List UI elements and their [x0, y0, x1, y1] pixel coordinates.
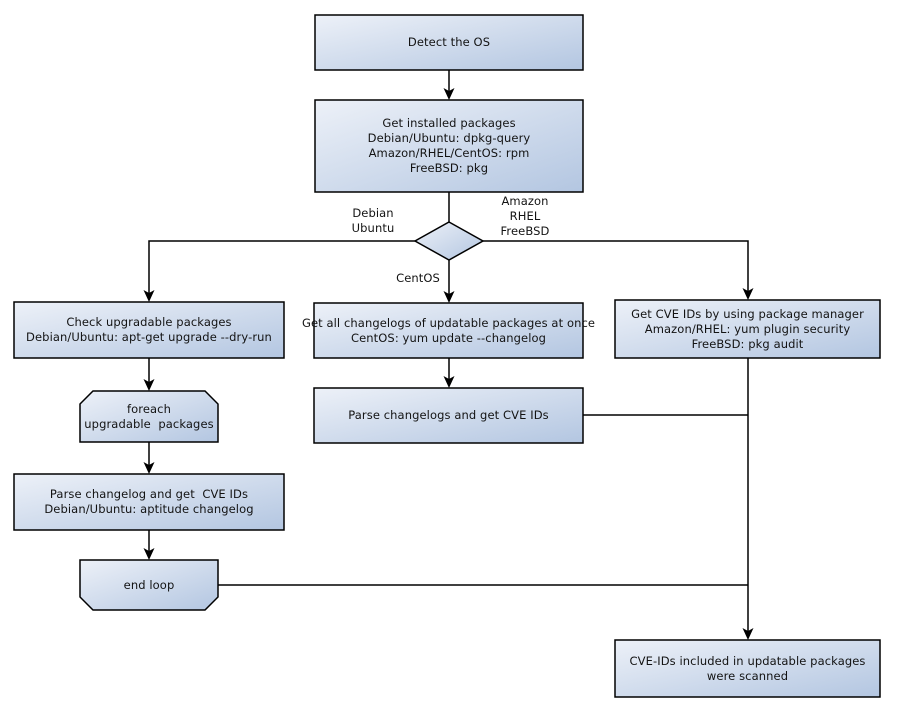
- node-detect-os-shape: [314, 14, 584, 71]
- arrowhead: [443, 291, 455, 303]
- arrowhead: [143, 548, 155, 560]
- arrowhead: [443, 88, 455, 100]
- node-check-upgradable-packages-shape: [13, 301, 285, 359]
- node-get-all-changelogs-shape: [313, 302, 584, 359]
- node-parse-changelogs-centos-shape: [313, 387, 584, 444]
- arrowhead: [742, 288, 754, 300]
- node-parse-changelog-debian-shape: [13, 473, 285, 531]
- node-get-cve-ids-package-manager-shape: [614, 299, 881, 359]
- node-result-scanned-shape: [614, 639, 881, 698]
- connector-decision-right-amazon: [483, 240, 749, 291]
- node-foreach-loop-start-shape: [79, 390, 219, 443]
- arrowhead: [443, 376, 455, 388]
- node-get-installed-packages-shape: [314, 99, 584, 193]
- connector-decision-left-debian: [148, 240, 415, 293]
- decision-os-diamond: [413, 221, 485, 261]
- arrowhead: [742, 628, 754, 640]
- arrowhead: [143, 462, 155, 474]
- arrowhead: [143, 290, 155, 302]
- arrowhead: [143, 379, 155, 391]
- node-end-loop-shape: [79, 559, 219, 611]
